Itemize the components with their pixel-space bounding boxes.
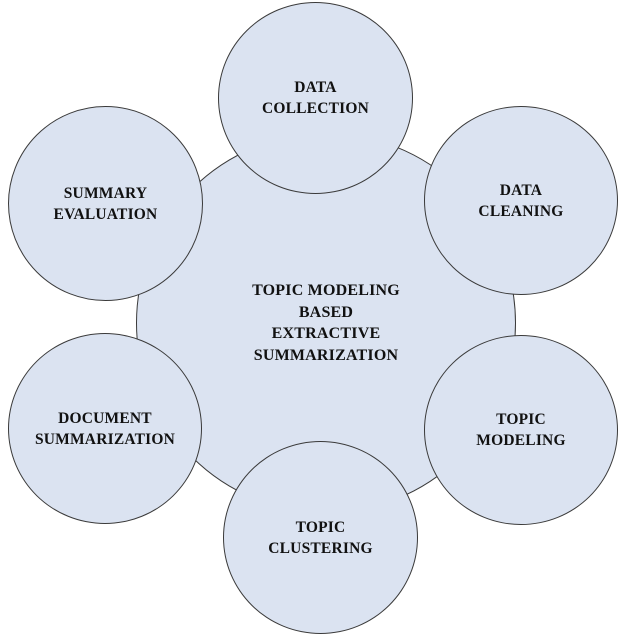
node-document-summarization: DOCUMENT SUMMARIZATION — [8, 333, 202, 524]
node-document-summarization-label: DOCUMENT SUMMARIZATION — [34, 409, 176, 448]
node-topic-modeling-label: TOPIC MODELING — [476, 411, 566, 449]
node-data-collection: DATA COLLECTION — [218, 2, 413, 194]
node-topic-clustering-label: TOPIC CLUSTERING — [268, 518, 373, 557]
node-data-cleaning-label: DATA CLEANING — [478, 181, 564, 220]
node-data-cleaning: DATA CLEANING — [424, 106, 618, 295]
node-summary-evaluation: SUMMARY EVALUATION — [8, 106, 203, 301]
node-summary-evaluation-label: SUMMARY EVALUATION — [53, 184, 158, 223]
node-data-collection-label: DATA COLLECTION — [261, 79, 370, 117]
node-topic-modeling: TOPIC MODELING — [424, 335, 618, 525]
node-topic-clustering: TOPIC CLUSTERING — [223, 441, 418, 634]
center-label: TOPIC MODELING BASED EXTRACTIVE SUMMARIZ… — [252, 282, 400, 364]
